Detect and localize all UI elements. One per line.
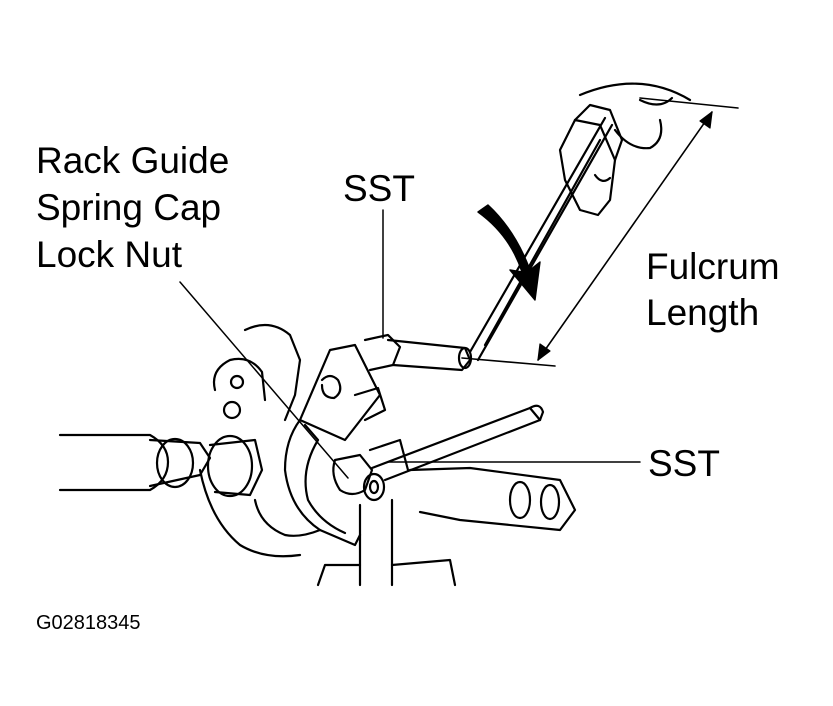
leader-lines — [179, 209, 641, 479]
label-sst-top: SST — [343, 168, 415, 209]
fulcrum-length-dimension — [461, 97, 739, 367]
rack-housing — [58, 323, 577, 587]
label-line-2: Spring Cap — [36, 187, 222, 228]
rotation-arrow — [477, 204, 541, 301]
sst-lower-wrench — [283, 404, 545, 547]
label-sst-right: SST — [648, 443, 720, 484]
figure-id: G02818345 — [36, 612, 141, 634]
label-line-1: Rack Guide — [36, 140, 230, 181]
label-fulcrum: Fulcrum — [646, 246, 780, 287]
label-length: Length — [646, 292, 760, 333]
sst-torque-wrench — [298, 82, 692, 442]
label-line-3: Lock Nut — [36, 234, 183, 275]
